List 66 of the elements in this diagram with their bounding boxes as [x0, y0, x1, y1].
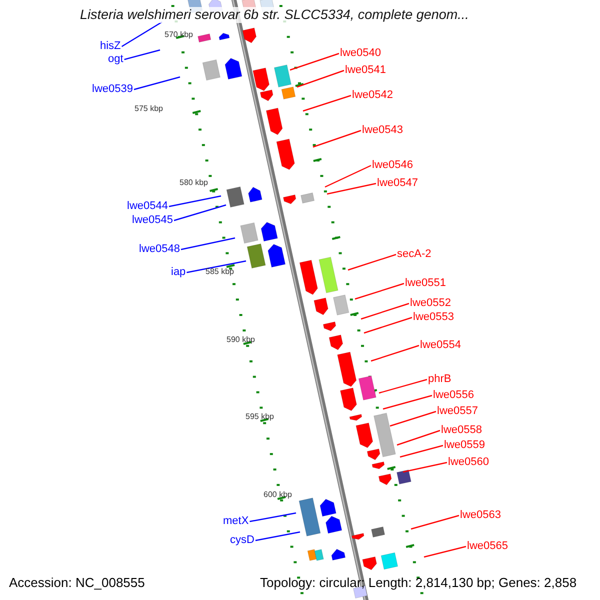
gene-label: lwe0552 [410, 297, 451, 310]
gene-label: lwe0557 [437, 405, 478, 418]
gene-label: lwe0556 [433, 389, 474, 402]
leader-line [121, 21, 162, 48]
gene-label: phrB [428, 373, 452, 386]
gene-label: lwe0558 [441, 424, 482, 437]
gene-label: ogt [108, 53, 124, 66]
footer-text: Topology: circular; Length: 2,814,130 bp; Genes: 2,858 [260, 575, 577, 591]
gene-label: lwe0560 [448, 456, 489, 469]
scale-label: 595 kbp [244, 412, 274, 421]
gene-label: cysD [230, 534, 254, 547]
gene-label: lwe0565 [467, 540, 508, 553]
leader-line [396, 430, 440, 446]
gene-label: metX [223, 515, 249, 528]
leader-line [402, 462, 448, 473]
gene-label: lwe0554 [420, 339, 461, 352]
gene-label: lwe0563 [460, 509, 501, 522]
leader-line [410, 514, 460, 530]
gene-label: lwe0548 [139, 243, 180, 256]
leader-line [290, 52, 340, 71]
leader-line [180, 237, 236, 250]
gene-label: lwe0546 [372, 159, 413, 172]
scale-label: 590 kbp [226, 335, 255, 344]
gene-label: lwe0540 [340, 47, 381, 60]
gene-label: lwe0551 [405, 277, 446, 290]
gene-label: lwe0553 [413, 311, 454, 324]
gene-label: lwe0542 [352, 89, 393, 102]
gene-label: lwe0541 [345, 64, 386, 77]
leader-line [390, 410, 436, 427]
gene-label: iap [171, 266, 186, 279]
gene-label: secA-2 [397, 248, 432, 261]
scale-label: 585 kbp [204, 267, 234, 276]
gene-label: hisZ [100, 40, 121, 53]
leader-line [360, 302, 410, 320]
leader-line [378, 378, 428, 394]
leader-line [296, 70, 344, 88]
leader-line [354, 282, 404, 300]
leader-line [364, 316, 412, 334]
scale-label: 600 kbp [262, 490, 292, 499]
footer-text: Accession: NC_008555 [9, 575, 145, 591]
scale-label: 580 kbp [178, 178, 208, 187]
leader-line [382, 394, 432, 410]
gene-label: lwe0544 [127, 200, 168, 213]
leader-line [370, 344, 420, 362]
leader-line [348, 254, 396, 271]
leader-line [186, 260, 246, 274]
gene-label: lwe0547 [377, 177, 418, 190]
leader-line [312, 130, 362, 148]
scale-label: 575 kbp [134, 104, 163, 113]
leader-line [400, 444, 444, 458]
leader-line [134, 76, 180, 90]
leader-line [124, 49, 160, 60]
leader-line [250, 512, 296, 522]
leader-line [302, 94, 352, 112]
gene-label: lwe0543 [362, 124, 403, 137]
gene-label: lwe0559 [444, 439, 485, 452]
gene-label: lwe0545 [132, 214, 173, 227]
leader-line [326, 182, 376, 195]
leader-line [424, 546, 466, 558]
leader-line [174, 204, 226, 222]
leader-line [168, 195, 222, 208]
gene-label: lwe0539 [92, 83, 133, 96]
scale-label: 570 kbp [164, 30, 193, 39]
leader-line [324, 164, 372, 188]
title: Listeria welshimeri serovar 6b str. SLCC5334, complete genom... [80, 7, 469, 23]
leader-line [255, 531, 300, 542]
